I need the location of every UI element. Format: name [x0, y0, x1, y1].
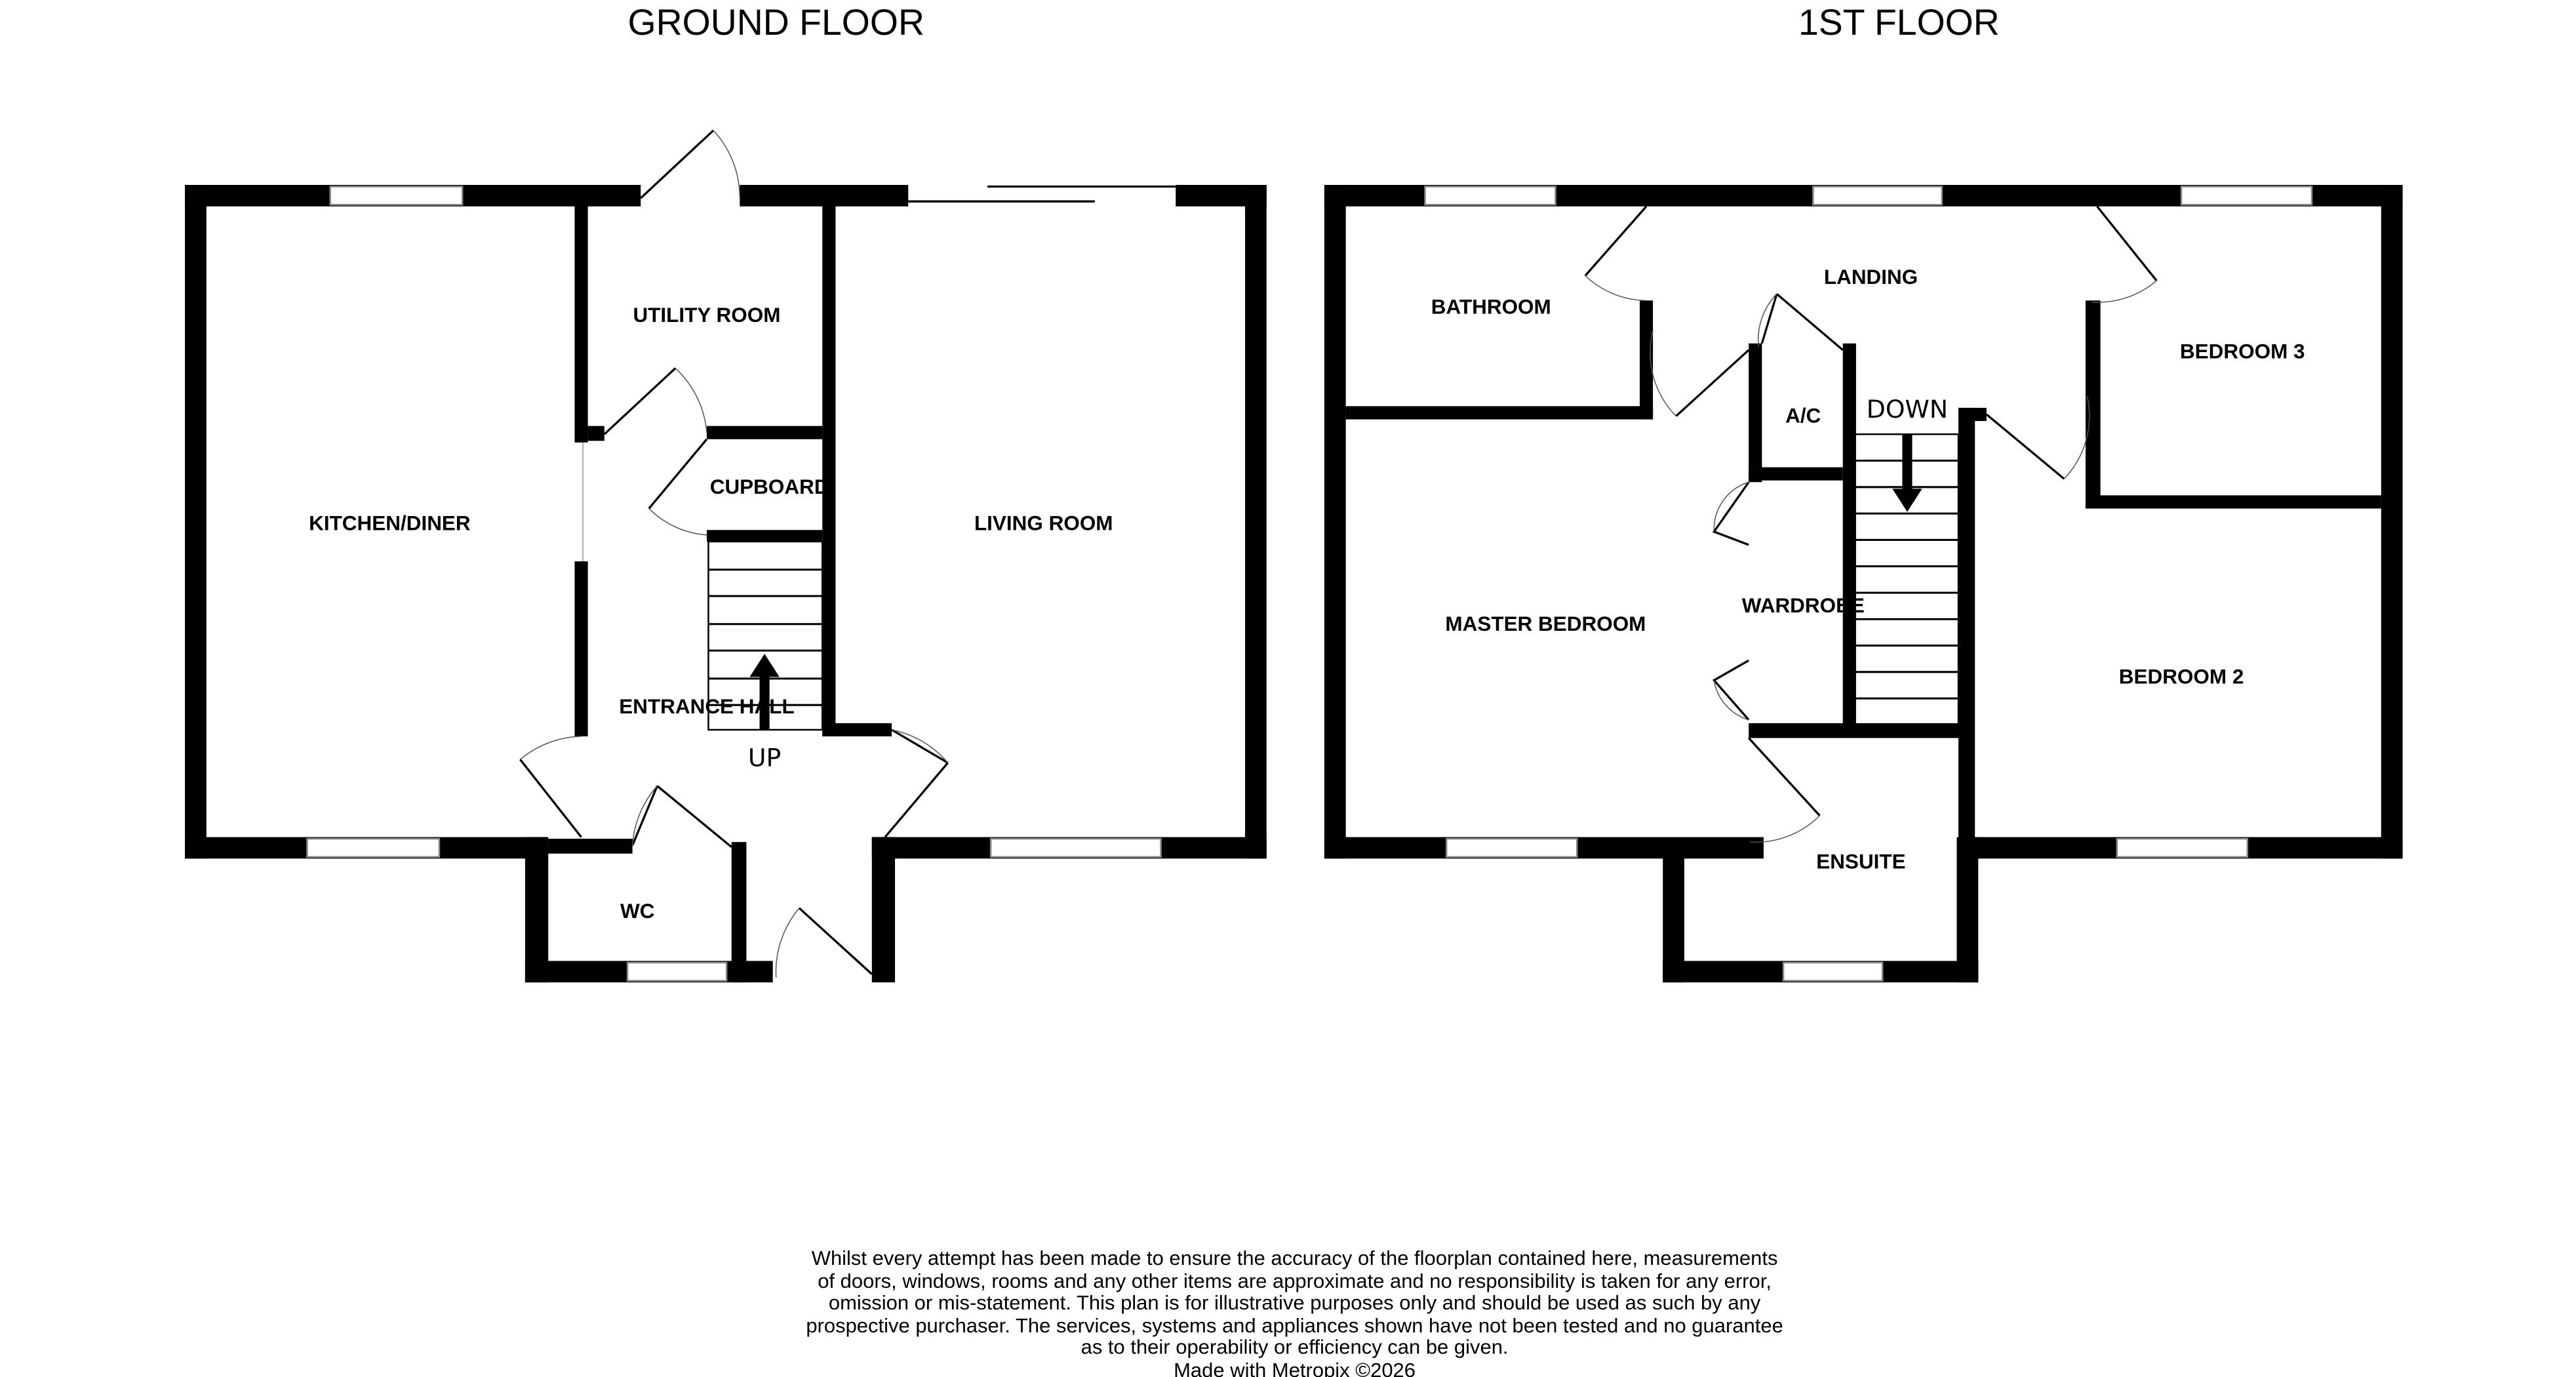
doors: [519, 129, 949, 978]
room-bedroom-2: BEDROOM 2: [2119, 665, 2244, 688]
window: [329, 186, 464, 206]
room-bathroom: BATHROOM: [1431, 295, 1551, 318]
up-label: UP: [748, 743, 781, 772]
window: [306, 837, 441, 858]
room-ensuite: ENSUITE: [1816, 850, 1905, 873]
window: [1424, 186, 1556, 206]
down-arrow-icon: [1902, 434, 1912, 490]
room-kitchen-diner: KITCHEN/DINER: [309, 511, 471, 534]
room-utility: UTILITY ROOM: [633, 304, 780, 327]
window: [1812, 186, 1943, 206]
credit: Made with Metropix ©2026: [1174, 1359, 1416, 1377]
staircase[interactable]: [1847, 433, 1960, 726]
disclaimer-line: Whilst every attempt has been made to en…: [812, 1247, 1778, 1269]
room-wardrobe: WARDROBE: [1742, 594, 1865, 617]
room-master-bedroom: MASTER BEDROOM: [1445, 612, 1646, 635]
room-bedroom-3: BEDROOM 3: [2180, 340, 2305, 363]
room-living: LIVING ROOM: [974, 511, 1113, 534]
disclaimer-line: prospective purchaser. The services, sys…: [806, 1314, 1783, 1337]
room-wc: WC: [620, 900, 654, 923]
disclaimer-line: as to their operability or efficiency ca…: [1081, 1336, 1509, 1359]
doors: [1584, 205, 2158, 843]
window: [1782, 961, 1884, 982]
room-entrance-hall: ENTRANCE HALL: [619, 695, 795, 718]
window: [1446, 837, 1578, 858]
window: [989, 837, 1162, 858]
disclaimer-line: omission or mis-statement. This plan is …: [829, 1291, 1761, 1314]
ground-floor-plan: UP KITCHEN/DINER UTILITY ROOM CUPBOARD L…: [185, 129, 1267, 983]
room-landing: LANDING: [1824, 266, 1918, 289]
room-ac: A/C: [1785, 405, 1821, 428]
window: [2180, 186, 2313, 206]
walls: [185, 185, 1267, 983]
disclaimer: Whilst every attempt has been made to en…: [806, 1247, 1783, 1377]
room-cupboard: CUPBOARD: [710, 475, 829, 498]
window: [2116, 837, 2249, 858]
staircase[interactable]: [707, 540, 823, 731]
disclaimer-line: of doors, windows, rooms and any other i…: [818, 1269, 1772, 1292]
ground-floor-title: GROUND FLOOR: [628, 2, 924, 43]
window: [626, 961, 728, 982]
first-floor-title: 1ST FLOOR: [1798, 2, 2000, 43]
first-floor-plan: DOWN BATHROOM LANDING A/C BEDROOM 3 MAST…: [1324, 185, 2403, 983]
down-label: DOWN: [1867, 395, 1948, 424]
up-arrow-icon: [759, 673, 770, 730]
